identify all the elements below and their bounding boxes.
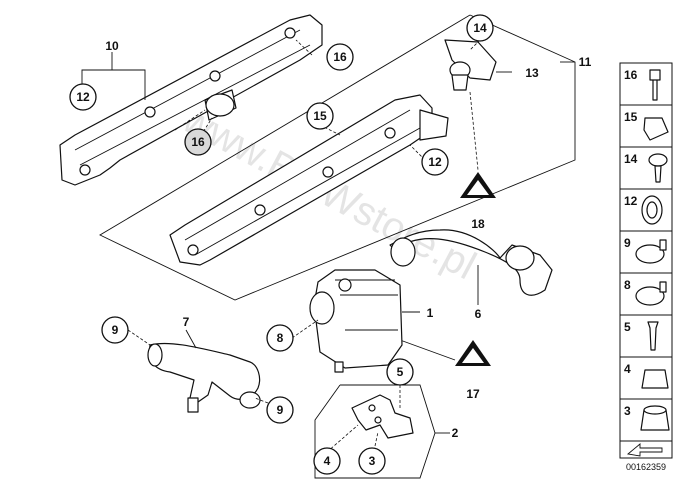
svg-text:4: 4 [324, 454, 331, 468]
label-1: 1 [427, 306, 434, 320]
callout-12-upper: 12 [69, 83, 97, 111]
dash-sensor-18 [469, 91, 479, 171]
svg-text:9: 9 [112, 323, 119, 337]
label-7: 7 [183, 315, 190, 329]
hose [389, 229, 553, 305]
warning-label-18 [460, 172, 496, 198]
callout-15: 15 [306, 102, 334, 130]
throttle-body [309, 269, 420, 373]
svg-text:16: 16 [624, 68, 638, 82]
arrow-icon [626, 443, 663, 457]
svg-text:5: 5 [624, 320, 631, 334]
svg-text:9: 9 [624, 236, 631, 250]
pipe [147, 342, 261, 413]
callout-16-center: 16 [184, 128, 212, 156]
group-frame-11 [99, 14, 576, 301]
svg-text:12: 12 [624, 194, 638, 208]
dashed-leaders [127, 39, 481, 453]
group-frame-2 [314, 384, 436, 479]
svg-text:14: 14 [624, 152, 638, 166]
label-13: 13 [525, 66, 539, 80]
callout-3: 3 [358, 447, 386, 475]
callout-14: 14 [466, 14, 494, 42]
callout-5: 5 [386, 358, 414, 386]
warning-label-17 [455, 340, 491, 366]
diagram-code: 00162359 [626, 462, 666, 472]
leader-17 [399, 339, 456, 361]
label-18: 18 [471, 217, 485, 231]
callout-9-left: 9 [101, 316, 129, 344]
label-10: 10 [105, 39, 119, 53]
svg-text:12: 12 [76, 90, 90, 104]
legend-cell-5 [619, 314, 673, 358]
leader-7 [185, 329, 197, 349]
legend-cell-16 [619, 62, 673, 106]
svg-text:16: 16 [191, 135, 205, 149]
legend-cell-14 [619, 146, 673, 190]
pressure-sensor [444, 39, 512, 91]
svg-text:3: 3 [369, 454, 376, 468]
label-17: 17 [466, 387, 480, 401]
label-2: 2 [452, 426, 459, 440]
svg-text:5: 5 [397, 365, 404, 379]
callout-12-lower: 12 [421, 148, 449, 176]
callout-9-right: 9 [266, 396, 294, 424]
parts-legend: 16 15 14 12 9 8 5 4 3 [619, 62, 673, 459]
svg-text:4: 4 [624, 362, 631, 376]
svg-text:8: 8 [277, 331, 284, 345]
label-6: 6 [475, 307, 482, 321]
svg-text:15: 15 [624, 110, 638, 124]
callout-8: 8 [266, 324, 294, 352]
svg-text:15: 15 [313, 109, 327, 123]
svg-text:16: 16 [333, 50, 347, 64]
callout-4: 4 [313, 447, 341, 475]
fuel-rail-lower [169, 94, 449, 266]
leader-10 [81, 52, 146, 100]
svg-text:14: 14 [473, 21, 487, 35]
svg-text:8: 8 [624, 278, 631, 292]
fuel-rail-upper [59, 14, 323, 186]
svg-text:9: 9 [277, 403, 284, 417]
svg-text:3: 3 [624, 404, 631, 418]
label-11: 11 [579, 55, 592, 69]
svg-text:12: 12 [428, 155, 442, 169]
callout-16-upper-right: 16 [326, 43, 354, 71]
bracket-group [314, 384, 450, 479]
